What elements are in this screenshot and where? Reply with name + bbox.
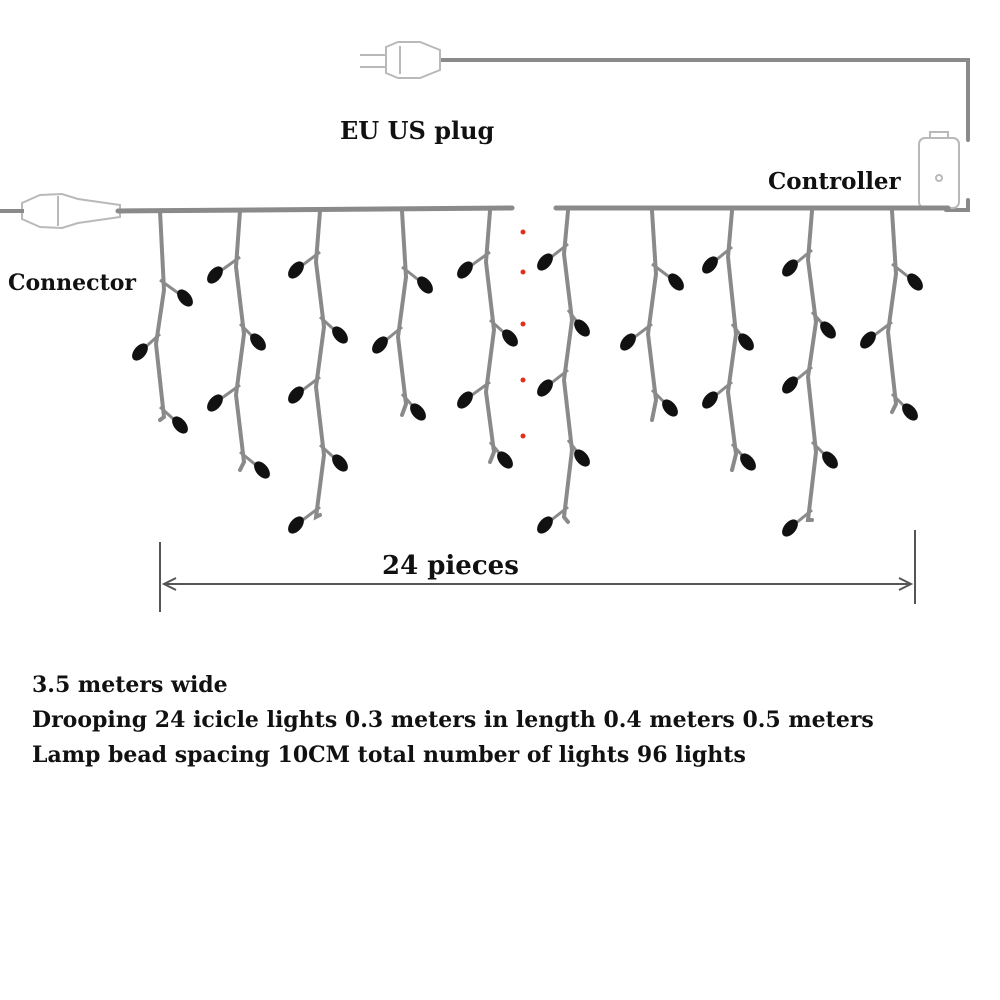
led-bulb (457, 261, 473, 279)
led-bulb (668, 273, 684, 291)
led-bulb (132, 343, 148, 361)
connector-label: Connector (8, 270, 136, 296)
led-bulb (902, 403, 918, 421)
ellipsis-dot (520, 433, 526, 439)
drop-wire (313, 209, 327, 521)
spec-width: 3.5 meters wide (32, 672, 228, 698)
led-bulb (207, 394, 223, 412)
led-bulb (662, 399, 678, 417)
plug-icon (360, 41, 441, 79)
led-bulb (410, 403, 426, 421)
pieces-label: 24 pieces (382, 551, 519, 581)
spec-spacing: Lamp bead spacing 10CM total number of l… (32, 742, 746, 768)
spec-drooping: Drooping 24 icicle lights 0.3 meters in … (32, 707, 874, 733)
icicle-drops (132, 209, 923, 537)
led-bulb (782, 376, 798, 394)
plug-label: EU US plug (340, 116, 495, 145)
ellipsis-dot (520, 321, 526, 327)
led-bulb (254, 461, 270, 479)
drop-wire (233, 209, 247, 472)
power-cord (438, 58, 970, 212)
led-bulb (332, 326, 348, 344)
led-bulb (417, 276, 433, 294)
controller-icon (918, 131, 960, 209)
led-bulb (207, 266, 223, 284)
led-bulb (822, 451, 838, 469)
drop-wire (885, 209, 899, 414)
ellipsis-dots (520, 229, 526, 439)
led-bulb (372, 336, 388, 354)
ellipsis-dot (520, 377, 526, 383)
controller-label: Controller (768, 168, 901, 195)
led-bulb (497, 451, 513, 469)
led-bulb (332, 454, 348, 472)
led-bulb (860, 331, 876, 349)
led-bulb (502, 329, 518, 347)
led-bulb (620, 333, 636, 351)
drop-wire (153, 209, 167, 422)
led-bulb (177, 289, 193, 307)
led-bulb (288, 516, 304, 534)
ellipsis-dot (520, 229, 526, 235)
led-bulb (537, 516, 553, 534)
spec-text: 3.5 meters wide Drooping 24 icicle light… (32, 668, 874, 773)
connector-icon (21, 192, 121, 230)
led-bulb (820, 321, 836, 339)
led-bulb (288, 386, 304, 404)
led-bulb (738, 333, 754, 351)
led-bulb (537, 379, 553, 397)
led-bulb (288, 261, 304, 279)
drop-wire (645, 209, 659, 422)
led-bulb (907, 273, 923, 291)
drop-wire (561, 209, 575, 524)
led-bulb (172, 416, 188, 434)
main-wire (115, 205, 951, 214)
drop-wire (395, 209, 409, 417)
dimension-line (159, 530, 916, 612)
ellipsis-dot (520, 269, 526, 275)
drop-wire (483, 209, 497, 464)
led-bulb (702, 256, 718, 274)
led-bulb (250, 333, 266, 351)
led-bulb (457, 391, 473, 409)
led-bulb (537, 253, 553, 271)
drop-wire (805, 209, 819, 522)
led-bulb (782, 259, 798, 277)
led-bulb (574, 319, 590, 337)
led-bulb (740, 453, 756, 471)
led-bulb (574, 449, 590, 467)
led-bulb (702, 391, 718, 409)
led-bulb (782, 519, 798, 537)
